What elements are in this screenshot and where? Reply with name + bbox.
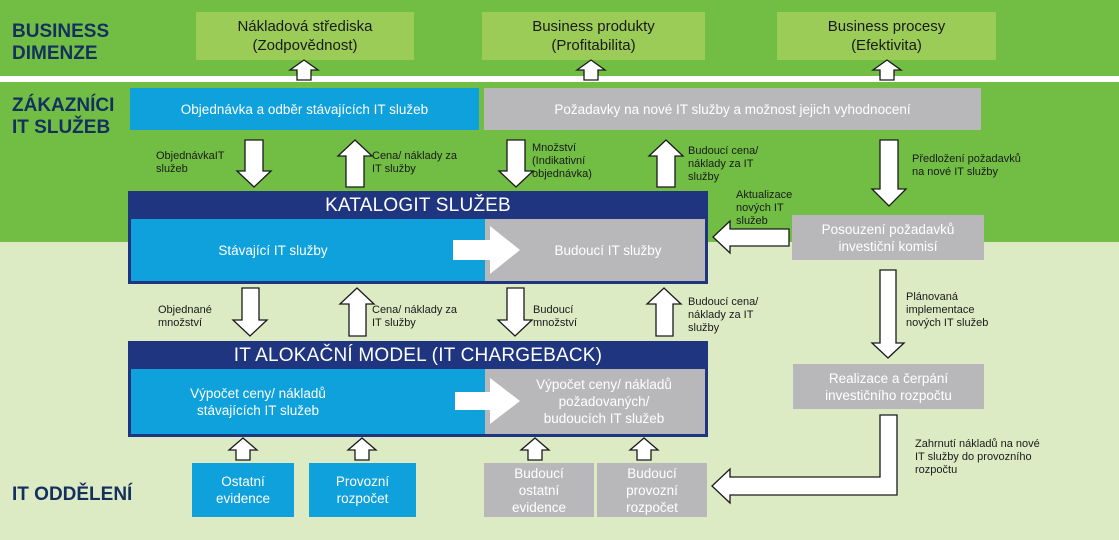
source-future-operating-budget: Budoucí provozní rozpočet bbox=[597, 463, 707, 517]
row-label-it: IT ODDĚLENÍ bbox=[12, 484, 133, 505]
arrow-up-source-4 bbox=[628, 437, 660, 461]
arrow-up-price-1 bbox=[336, 139, 374, 188]
catalog-current: Stávající IT služby bbox=[131, 219, 485, 281]
requests-box: Požadavky na nové IT služby a možnost je… bbox=[484, 88, 981, 130]
label-submit-requests: Předložení požadavků na nové IT služby bbox=[912, 153, 1021, 178]
catalog-future: Budoucí IT služby bbox=[485, 219, 705, 281]
arrow-up-price-2 bbox=[338, 287, 376, 337]
dimension-business-products: Business produkty (Profitabilita) bbox=[482, 12, 705, 60]
assessment-box: Posouzení požadavků investiční komisí bbox=[792, 215, 984, 260]
arrow-elbow-include bbox=[711, 414, 898, 505]
arrow-down-ordered bbox=[231, 287, 269, 337]
arrow-down-submit bbox=[870, 139, 908, 207]
arrow-up-future-price-1 bbox=[647, 139, 685, 188]
arrow-up-dimension-2 bbox=[574, 59, 608, 81]
label-include-costs: Zahrnutí nákladů na nové IT služby do pr… bbox=[915, 438, 1040, 476]
arrow-right-allocation bbox=[455, 378, 520, 424]
arrow-up-dimension-1 bbox=[287, 59, 321, 81]
arrow-left-update bbox=[712, 219, 790, 255]
label-future-price-1: Budoucí cena/ náklady za IT služby bbox=[688, 145, 759, 183]
arrow-down-future-quantities bbox=[496, 287, 534, 337]
label-price-costs-1: Cena/ náklady za IT služby bbox=[372, 150, 457, 175]
label-planned-impl: Plánovaná implementace nových IT služeb bbox=[906, 291, 989, 329]
realization-box: Realizace a čerpání investičního rozpočt… bbox=[793, 364, 984, 409]
dimension-line1: Nákladová střediska bbox=[237, 18, 373, 35]
arrow-down-quantity bbox=[497, 139, 535, 188]
dimension-business-processes: Business procesy (Efektivita) bbox=[777, 12, 996, 60]
arrow-up-source-1 bbox=[227, 437, 259, 461]
arrow-up-future-price-2 bbox=[645, 287, 683, 337]
label-update-catalog: Aktualizace nových IT služeb bbox=[736, 189, 793, 227]
row-label-business: BUSINESS DIMENZE bbox=[12, 21, 110, 64]
label-ordered-quantities: Objednané množství bbox=[158, 304, 212, 329]
dimension-line2: (Efektivita) bbox=[851, 37, 922, 54]
source-future-other-records: Budoucí ostatní evidence bbox=[484, 463, 594, 517]
label-price-costs-2: Cena/ náklady za IT služby bbox=[372, 304, 457, 329]
order-box: Objednávka a odběr stávajících IT služeb bbox=[130, 88, 479, 130]
source-other-records: Ostatní evidence bbox=[192, 463, 294, 517]
source-operating-budget: Provozní rozpočet bbox=[309, 463, 416, 517]
arrow-right-catalog bbox=[453, 226, 520, 274]
arrow-down-order bbox=[235, 139, 273, 188]
dimension-line1: Business procesy bbox=[827, 18, 946, 35]
label-future-quantities: Budoucí množství bbox=[533, 304, 578, 329]
arrow-up-dimension-3 bbox=[870, 59, 904, 81]
arrow-down-planned bbox=[870, 269, 906, 359]
allocation-title: IT ALOKAČNÍ MODEL (IT CHARGEBACK) bbox=[233, 344, 603, 366]
dimension-line1: Business produkty bbox=[532, 18, 655, 35]
label-future-price-2: Budoucí cena/ náklady za IT služby bbox=[688, 296, 759, 334]
arrow-up-source-3 bbox=[519, 437, 551, 461]
row-label-customers: ZÁKAZNÍCI IT SLUŽEB bbox=[12, 95, 115, 138]
allocation-future: Výpočet ceny/ nákladů požadovaných/ budo… bbox=[485, 369, 705, 434]
arrow-up-source-2 bbox=[346, 437, 378, 461]
dimension-cost-centers: Nákladová střediska (Zodpovědnost) bbox=[196, 12, 414, 60]
allocation-current: Výpočet ceny/ nákladů stávajících IT slu… bbox=[131, 369, 485, 434]
band-separator bbox=[0, 76, 1119, 82]
dimension-line2: (Profitabilita) bbox=[551, 37, 636, 54]
label-quantity: Množství (Indikativní objednávka) bbox=[532, 142, 592, 180]
dimension-line2: (Zodpovědnost) bbox=[252, 37, 358, 54]
catalog-title: KATALOGIT SLUŽEB bbox=[325, 194, 511, 216]
label-order-it: ObjednávkaIT služeb bbox=[156, 150, 225, 175]
